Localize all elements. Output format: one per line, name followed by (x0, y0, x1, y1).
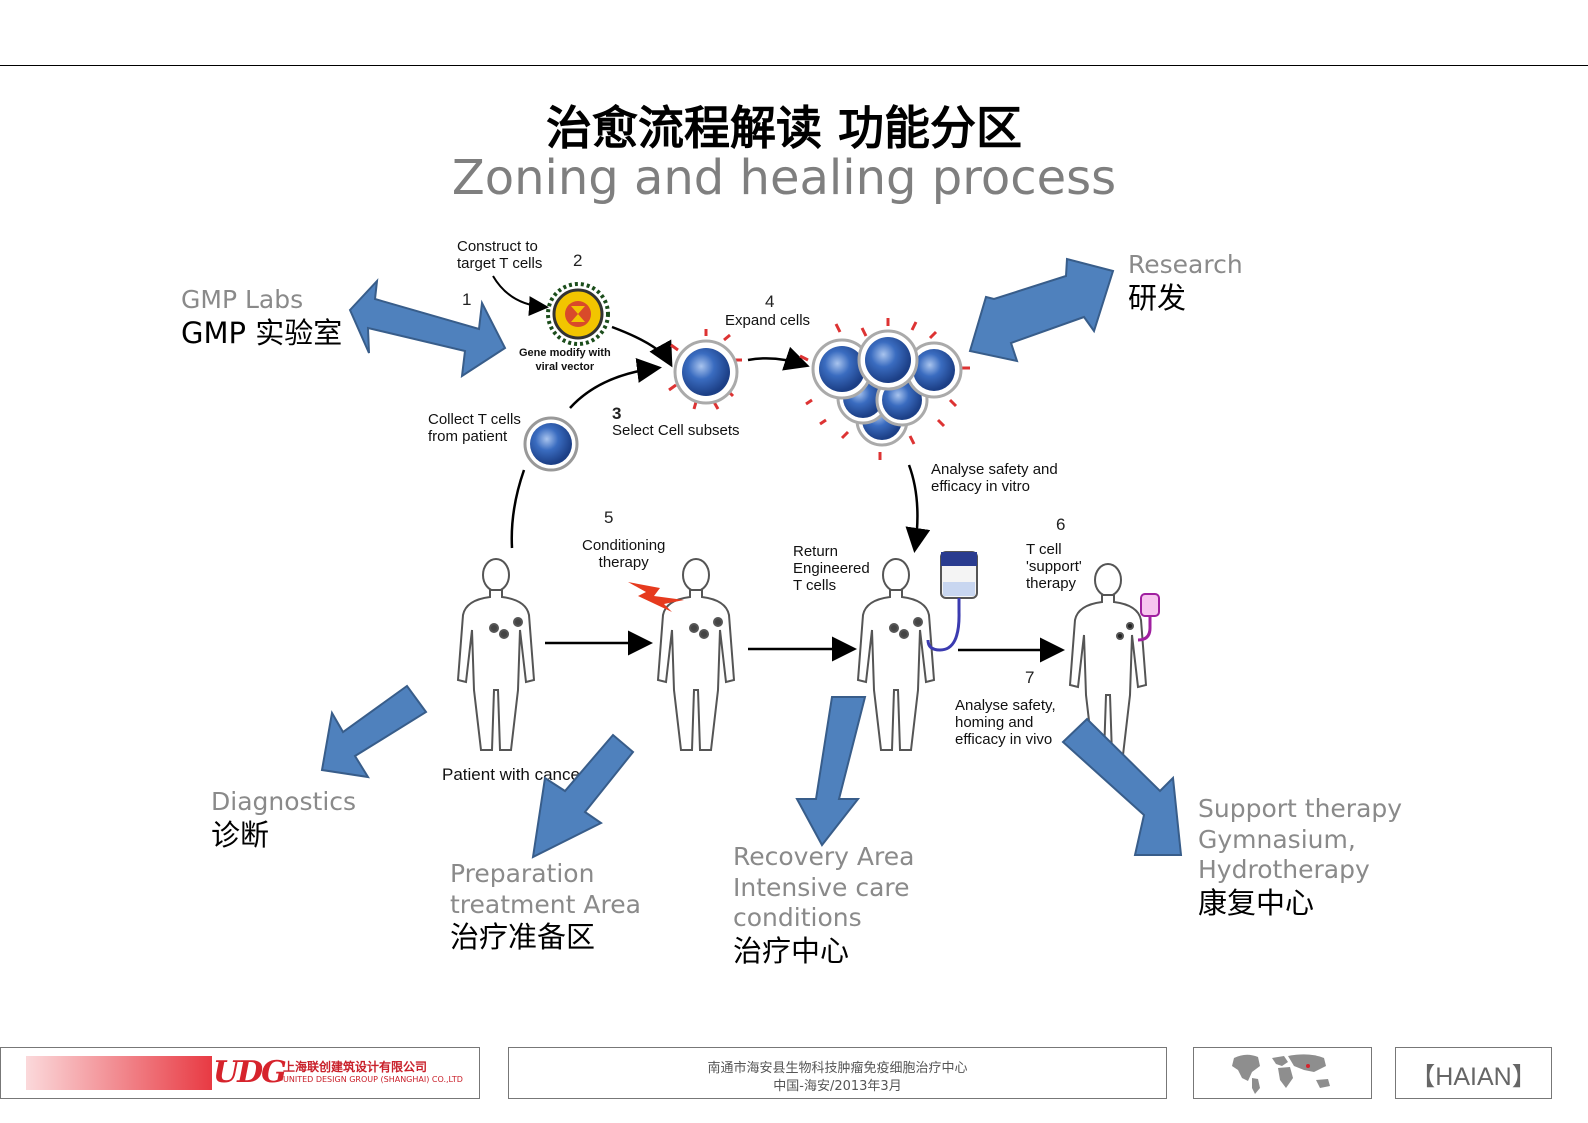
arrow-gmp-double (348, 278, 507, 379)
selected-t-cell-core (682, 348, 730, 396)
zone-recovery-cn: 治疗中心 (733, 933, 850, 968)
iv-bag-icon (926, 551, 978, 652)
patient-figure-2 (656, 558, 736, 751)
brand-label: 【HAIAN】 (1410, 1063, 1537, 1091)
collected-t-cell-icon (523, 416, 579, 472)
footer-map-box (1193, 1047, 1372, 1099)
step-6-number: 6 (1056, 515, 1066, 534)
org-name-cn: 上海联创建筑设计有限公司 (283, 1060, 428, 1074)
step-3-number: 3 (612, 404, 622, 423)
zone-research-en: Research (1128, 250, 1243, 279)
org-logo-bar (26, 1056, 212, 1090)
zone-research: Research 研发 (1128, 250, 1243, 316)
flow-select-to-expand (747, 346, 810, 371)
zone-research-cn: 研发 (1128, 280, 1187, 315)
world-map-icon (1232, 1054, 1330, 1094)
zone-diagnostics: Diagnostics 诊断 (211, 787, 356, 853)
footer-project-box: 南通市海安县生物科技肿瘤免疫细胞治疗中心 中国-海安/2013年3月 (508, 1047, 1167, 1099)
expanded-cells-cluster (799, 318, 970, 460)
org-name-en: UNITED DESIGN GROUP (SHANGHAI) CO.,LTD (283, 1075, 463, 1084)
zone-recovery-en: Recovery Area Intensive care conditions (733, 842, 915, 932)
zone-diagnostics-en: Diagnostics (211, 787, 357, 816)
org-logo: UDG (213, 1055, 287, 1090)
footer-org-box: UDG 上海联创建筑设计有限公司 UNITED DESIGN GROUP (SH… (0, 1047, 480, 1099)
zone-gmp-cn: GMP 实验室 (181, 315, 343, 350)
zone-gmp-en: GMP Labs (181, 285, 304, 314)
label-support-therapy: T cell 'support' therapy (1026, 541, 1082, 592)
zone-support-en: Support therapy Gymnasium, Hydrotherapy (1198, 794, 1403, 884)
label-collect: Collect T cells from patient (428, 411, 521, 445)
patient-figure-1 (456, 558, 536, 751)
zone-preparation-cn: 治疗准备区 (450, 920, 596, 954)
zone-gmp-labs: GMP Labs GMP 实验室 (181, 285, 342, 351)
project-location-date: 中国-海安/2013年3月 (773, 1079, 902, 1094)
support-device-icon (1137, 593, 1160, 642)
step-4-number: 4 (765, 292, 775, 311)
label-select: Select Cell subsets (612, 422, 740, 439)
zone-diagnostics-cn: 诊断 (211, 817, 270, 852)
viral-vector-icon (546, 282, 610, 346)
project-name: 南通市海安县生物科技肿瘤免疫细胞治疗中心 (707, 1061, 968, 1076)
arrow-diagnostics (320, 684, 428, 779)
label-gene-modify: Gene modify with viral vector (519, 347, 611, 373)
step-2-number: 2 (573, 251, 583, 270)
zone-preparation: Preparation treatment Area 治疗准备区 (450, 859, 641, 955)
flow-patient-to-collect (510, 469, 526, 549)
zone-support-cn: 康复中心 (1198, 885, 1315, 920)
zone-support: Support therapy Gymnasium, Hydrotherapy … (1198, 794, 1402, 921)
lightning-icon (628, 582, 684, 612)
patient-figure-3 (856, 558, 936, 751)
arrow-preparation (531, 733, 635, 859)
page-title-cn: 治愈流程解读 功能分区 (545, 101, 1022, 155)
label-expand: Expand cells (725, 312, 811, 329)
arrow-research-double (968, 257, 1115, 363)
arrow-support (1061, 717, 1183, 856)
step-1-number: 1 (462, 290, 472, 309)
flow-virus-to-cell (611, 325, 673, 368)
flow-construct-to-virus (492, 275, 549, 317)
zone-recovery: Recovery Area Intensive care conditions … (733, 842, 914, 969)
flow-expand-to-return (905, 464, 931, 553)
header-rule (0, 65, 1588, 66)
step-5-number: 5 (604, 508, 614, 527)
zone-preparation-en: Preparation treatment Area (450, 859, 641, 919)
label-return: Return Engineered T cells (793, 543, 870, 594)
step-7-number: 7 (1025, 668, 1035, 687)
label-analyse-vitro: Analyse safety and efficacy in vitro (931, 461, 1058, 495)
label-construct: Construct to target T cells (457, 238, 543, 272)
arrow-recovery (795, 696, 867, 847)
label-analyse-vivo: Analyse safety, homing and efficacy in v… (955, 697, 1056, 748)
patient-figure-4 (1068, 563, 1148, 756)
footer-brand-box: 【HAIAN】 (1395, 1047, 1552, 1099)
page-title-en: Zoning and healing process (451, 150, 1117, 206)
flow-collect-to-select (569, 358, 662, 409)
label-conditioning: Conditioning therapy (582, 537, 666, 571)
